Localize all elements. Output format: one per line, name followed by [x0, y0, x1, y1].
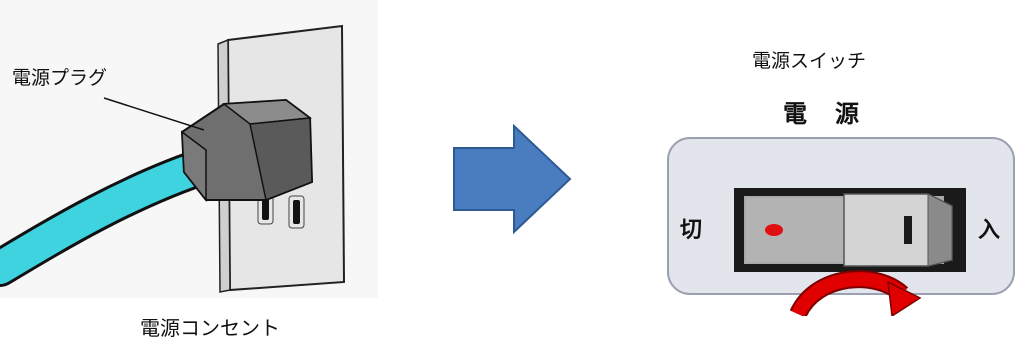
power-switch-drawing [666, 136, 1016, 316]
rocker-off-half [746, 198, 844, 262]
plug-outlet-drawing [0, 0, 380, 300]
power-outlet-label: 電源コンセント [140, 312, 280, 341]
on-mark-bar [904, 216, 912, 244]
outlet-slot-right [293, 200, 300, 224]
right-arrow-icon [452, 124, 572, 234]
power-indicator-dot [765, 224, 783, 236]
power-heading: 電 源 [783, 94, 861, 129]
off-label: 切 [680, 212, 702, 244]
plug-outlet-illustration: 電源プラグ [0, 0, 380, 300]
on-label: 入 [978, 212, 1000, 244]
power-switch-panel [666, 136, 1016, 316]
power-plug-label: 電源プラグ [12, 63, 107, 90]
rocker-on-edge [928, 194, 952, 266]
outlet-slot-left [262, 198, 269, 220]
power-switch-label: 電源スイッチ [752, 46, 866, 73]
